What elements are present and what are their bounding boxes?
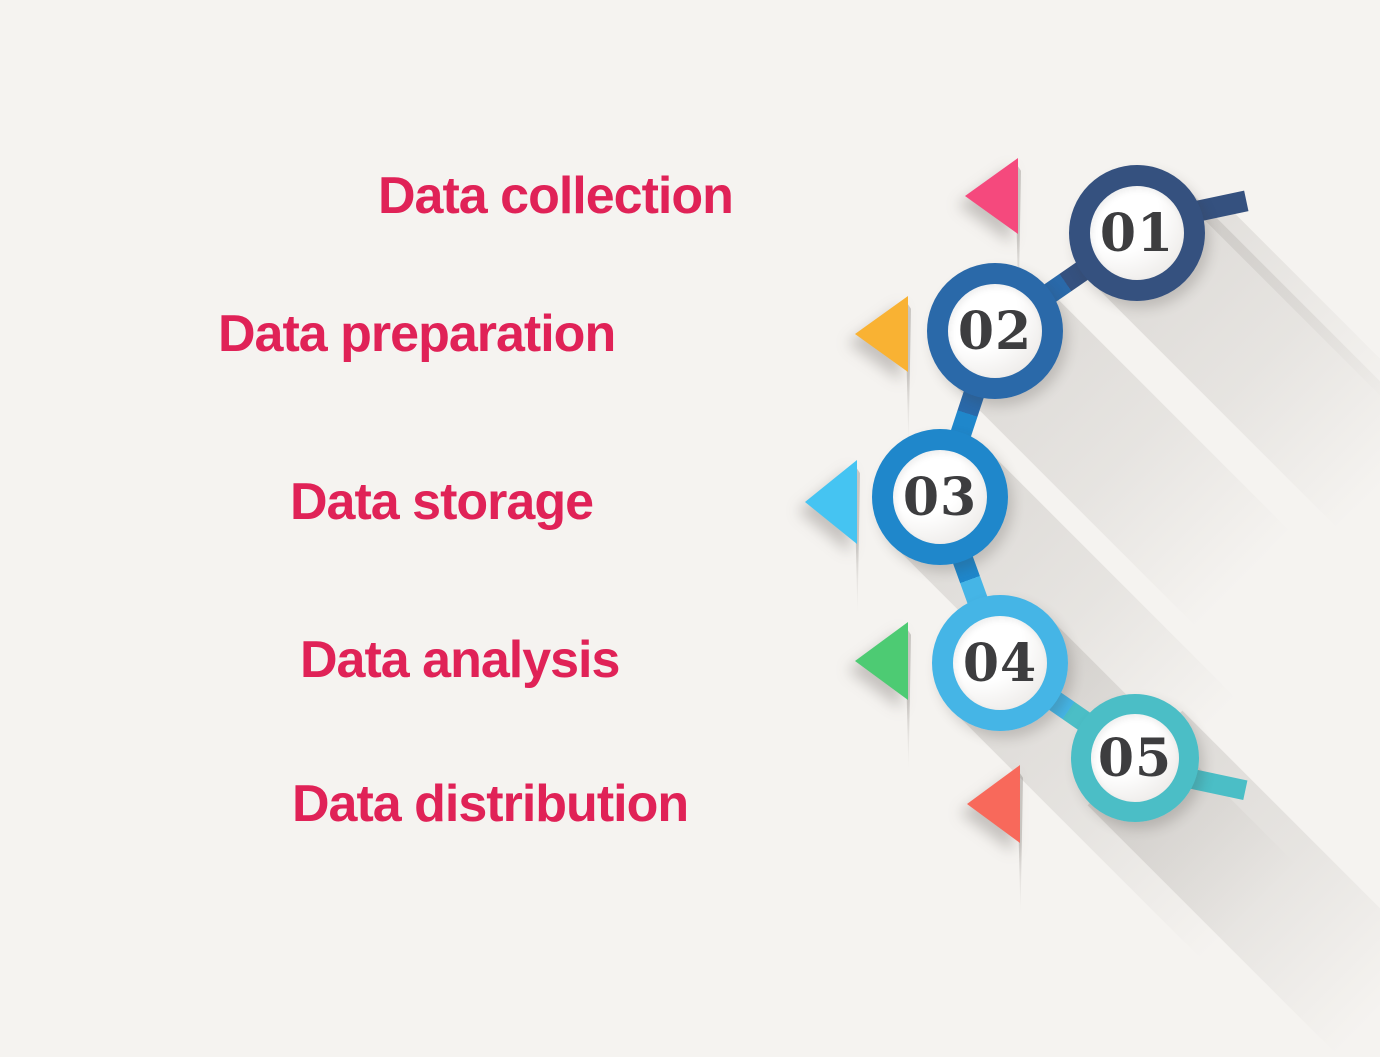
step-number: 01	[1099, 202, 1175, 264]
arrow-curl-shadow	[1017, 769, 1023, 915]
step-label: Data collection	[378, 167, 734, 225]
arrow-left-icon	[855, 622, 908, 700]
step-label: Data analysis	[300, 631, 620, 689]
step-circle: 03	[872, 429, 1008, 565]
step-label: Data preparation	[218, 305, 616, 363]
step-circle: 05	[1071, 694, 1199, 822]
step-number: 05	[1097, 727, 1173, 789]
arrow-curl-shadow	[905, 626, 911, 772]
arrow-curl-shadow	[905, 300, 911, 446]
step-circle: 04	[932, 595, 1068, 731]
arrow-left-icon	[855, 296, 908, 372]
arrow-curl-shadow	[1015, 162, 1021, 308]
step-label: Data storage	[290, 473, 594, 531]
step-number: 02	[957, 300, 1033, 362]
step-label: Data distribution	[292, 775, 689, 833]
arrow-curl-shadow	[854, 464, 860, 616]
step-number: 03	[902, 466, 978, 528]
arrow-left-icon	[805, 460, 857, 544]
step-number: 04	[962, 632, 1038, 694]
step-circle: 02	[927, 263, 1063, 399]
arrow-left-icon	[965, 158, 1018, 234]
step-circle: 01	[1069, 165, 1205, 301]
arrow-left-icon	[967, 765, 1020, 843]
